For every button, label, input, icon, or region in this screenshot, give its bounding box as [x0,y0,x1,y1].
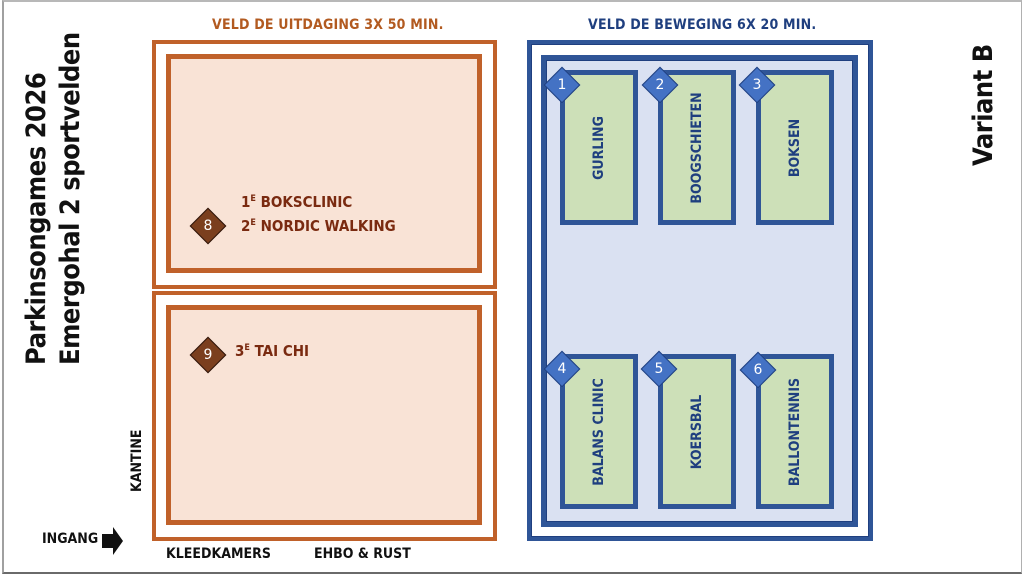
challenge-field-heading: VELD DE UITDAGING 3X 50 MIN. [212,17,444,33]
station-5-number: 5 [654,361,664,377]
station-1-number: 1 [557,77,567,93]
page-title: Parkinsongames 2026 Emergohal 2 sportvel… [20,32,88,365]
movement-field-heading: VELD DE BEWEGING 6X 20 MIN. [588,17,817,33]
ingang-label: INGANG [42,531,99,547]
station-4-label: BALANS CLINIC [591,377,607,486]
station-5-label: KOERSBAL [689,394,705,469]
challenge-activity-list-bottom: 3E TAI CHI [235,339,309,363]
station-3-label: BOKSEN [787,118,803,177]
station-6-label: BALLONTENNIS [787,377,803,486]
station-6[interactable]: BALLONTENNIS [756,354,834,509]
station-2-label: BOOGSCHIETEN [689,91,705,204]
activity-item: 2E NORDIC WALKING [241,217,396,235]
marker-8-number: 8 [203,218,213,234]
station-2[interactable]: BOOGSCHIETEN [658,70,736,225]
entrance-arrow-icon [102,527,123,555]
station-6-number: 6 [753,362,763,378]
activity-item: 1E BOKSCLINIC [241,193,353,211]
title-line-2: Emergohal 2 sportvelden [55,32,86,365]
title-line-1: Parkinsongames 2026 [21,72,52,365]
station-5[interactable]: KOERSBAL [658,354,736,509]
challenge-area-bottom[interactable] [166,305,482,525]
activity-item: 3E TAI CHI [235,342,310,360]
marker-9-number: 9 [203,347,213,363]
station-4-number: 4 [557,361,567,377]
station-1[interactable]: GURLING [560,70,638,225]
station-3-number: 3 [752,77,762,93]
station-2-number: 2 [655,77,665,93]
challenge-activity-list-top: 1E BOKSCLINIC 2E NORDIC WALKING [241,190,396,238]
challenge-area-top[interactable] [166,54,482,273]
station-1-label: GURLING [591,115,607,180]
station-4[interactable]: BALANS CLINIC [560,354,638,509]
station-3[interactable]: BOKSEN [756,70,834,225]
kleedkamers-label: KLEEDKAMERS [166,546,271,562]
variant-label: Variant B [968,44,999,166]
ehbo-label: EHBO & RUST [314,546,411,562]
kantine-label: KANTINE [129,429,145,492]
